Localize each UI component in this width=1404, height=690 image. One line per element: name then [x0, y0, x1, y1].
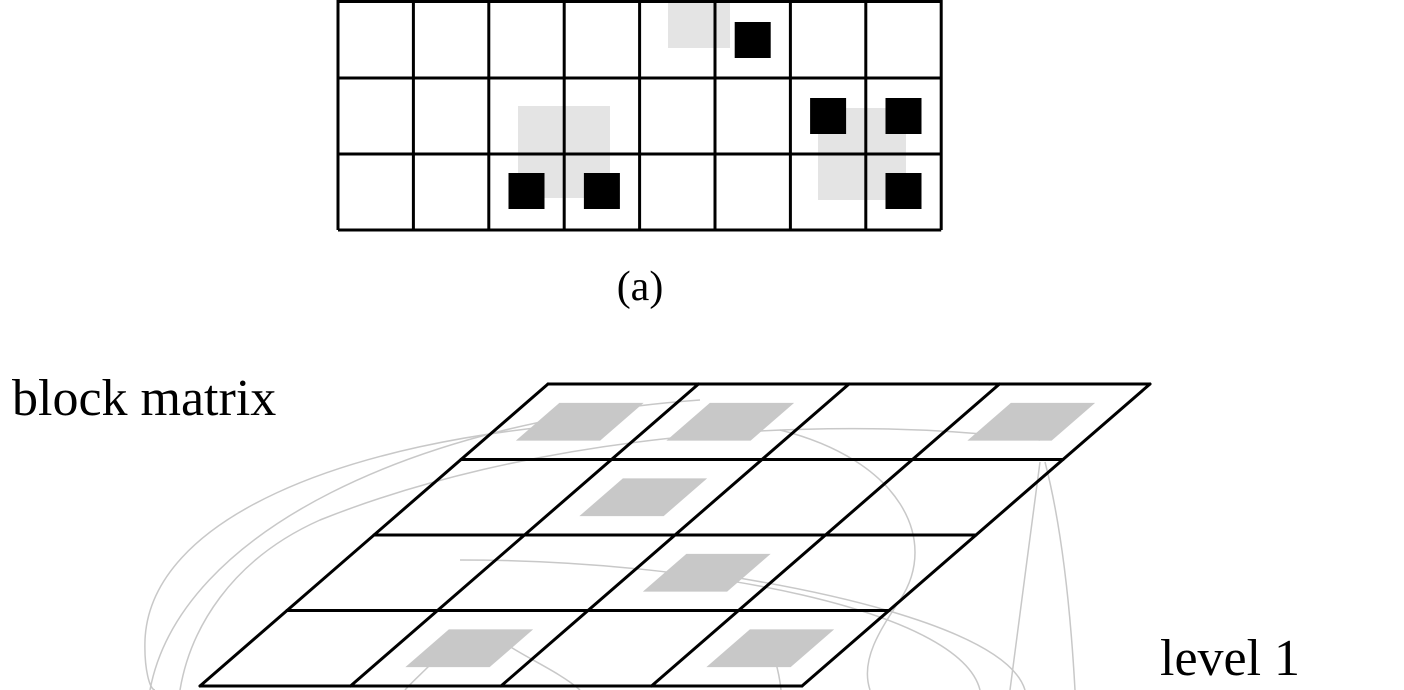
- connector-curve: [1044, 461, 1076, 690]
- grid-lines: [336, 0, 943, 232]
- plane-column-line: [349, 382, 700, 688]
- nonzero-block: [405, 629, 534, 668]
- nonzero-entry: [885, 173, 922, 209]
- plane-column-line: [650, 382, 1001, 688]
- nonzero-block: [515, 402, 644, 441]
- nonzero-entry: [885, 98, 922, 134]
- nonzero-block: [579, 478, 708, 517]
- shading-patch: [668, 0, 730, 48]
- nonzero-entry: [583, 173, 620, 209]
- connector-curve: [779, 429, 916, 690]
- connector-curve: [1009, 461, 1041, 690]
- caption-a: (a): [617, 264, 664, 310]
- nonzero-block: [666, 402, 795, 441]
- grid-shading: [518, 0, 906, 200]
- nonzero-block: [706, 629, 835, 668]
- block-matrix-plane: [198, 382, 1152, 688]
- nonzero-block: [642, 553, 771, 592]
- connector-curve: [404, 664, 431, 690]
- plane-column-line: [499, 382, 851, 688]
- block-matrix-nonzero-blocks: [405, 402, 1096, 668]
- connector-curve: [179, 427, 1041, 690]
- plane-column-line: [198, 382, 550, 688]
- tree-connector-curves: [144, 399, 1076, 690]
- grid-filled-cells: [508, 22, 922, 209]
- block-matrix-label: block matrix: [12, 370, 276, 427]
- nonzero-block: [967, 402, 1096, 441]
- nonzero-entry: [810, 98, 847, 134]
- sparse-matrix-grid: [336, 0, 943, 232]
- connector-curve: [149, 399, 701, 690]
- connector-curve: [144, 421, 601, 690]
- level-label: level 1: [1160, 630, 1300, 687]
- connector-curve: [459, 559, 981, 690]
- plane-column-line: [800, 382, 1152, 688]
- nonzero-entry: [508, 173, 545, 209]
- nonzero-entry: [734, 22, 771, 58]
- block-matrix-grid-lines: [198, 382, 1152, 688]
